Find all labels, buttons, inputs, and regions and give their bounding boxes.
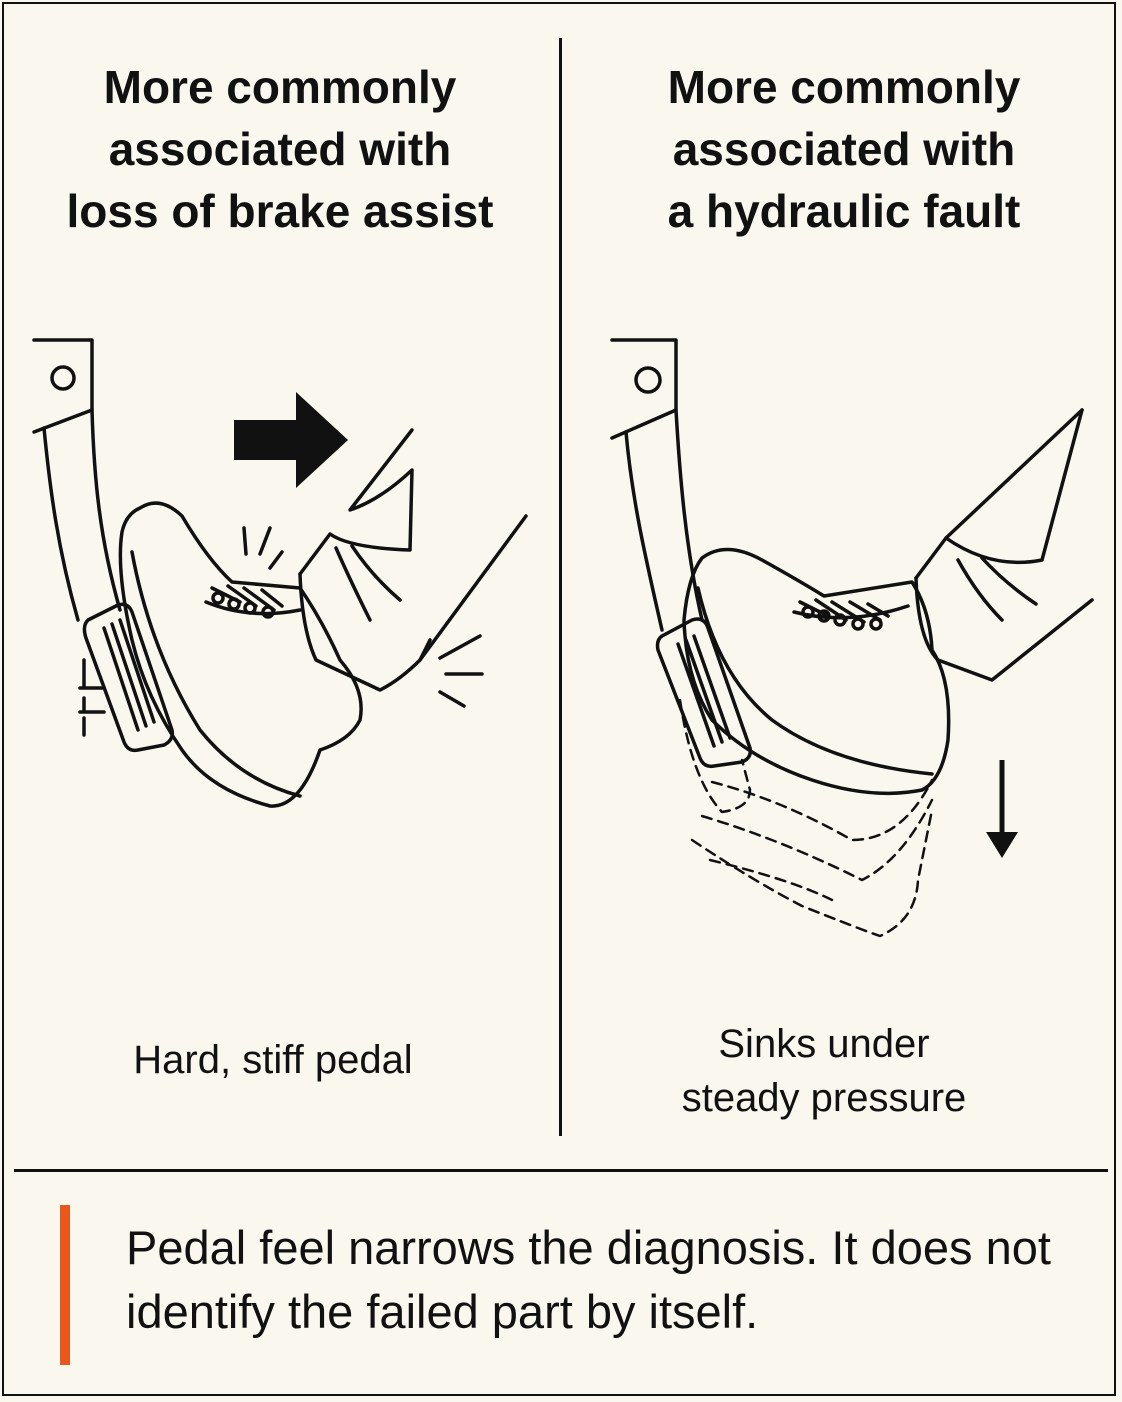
right-caption-line-1: Sinks under [718, 1022, 930, 1066]
pedal-pad [82, 602, 175, 753]
right-heading: More commonly associated with a hydrauli… [614, 56, 1074, 242]
horizontal-divider [14, 1169, 1108, 1172]
pedal-arm [42, 408, 122, 622]
hard-pedal-drawing [32, 338, 528, 808]
sinking-ghost-lines [678, 698, 934, 938]
footer-note-line-1: Pedal feel narrows the diagnosis. It doe… [126, 1221, 1051, 1274]
right-heading-line-3: a hydraulic fault [667, 185, 1021, 237]
vertical-divider [559, 38, 562, 1136]
right-heading-line-2: associated with [672, 123, 1016, 175]
pivot-icon [50, 365, 76, 391]
pedal-bracket [32, 338, 94, 434]
pivot-icon [634, 366, 662, 394]
right-caption: Sinks under steady pressure [604, 1017, 1044, 1125]
arrow-right-icon [234, 392, 348, 488]
left-heading: More commonly associated with loss of br… [50, 56, 510, 242]
left-heading-line-1: More commonly [103, 61, 457, 113]
pants-leg [298, 428, 414, 576]
left-heading-line-2: associated with [108, 123, 452, 175]
travel-marks [78, 658, 106, 737]
pedal-arm [624, 408, 704, 632]
sinking-pedal-drawing [610, 338, 1094, 938]
pants-leg [914, 408, 1084, 580]
shoe [682, 547, 951, 796]
right-caption-line-2: steady pressure [681, 1076, 967, 1120]
left-illustration [0, 320, 560, 960]
right-heading-line-1: More commonly [667, 61, 1021, 113]
shoe [118, 501, 363, 808]
accent-bar [60, 1205, 70, 1365]
right-illustration [562, 320, 1122, 960]
left-caption: Hard, stiff pedal [133, 1038, 413, 1082]
left-heading-line-3: loss of brake assist [66, 185, 494, 237]
impact-lines [242, 526, 484, 708]
arrow-down-icon [986, 760, 1018, 858]
pedal-bracket [610, 338, 678, 440]
footer-note-line-2: identify the failed part by itself. [126, 1285, 759, 1338]
footer-note: Pedal feel narrows the diagnosis. It doe… [126, 1216, 1066, 1344]
